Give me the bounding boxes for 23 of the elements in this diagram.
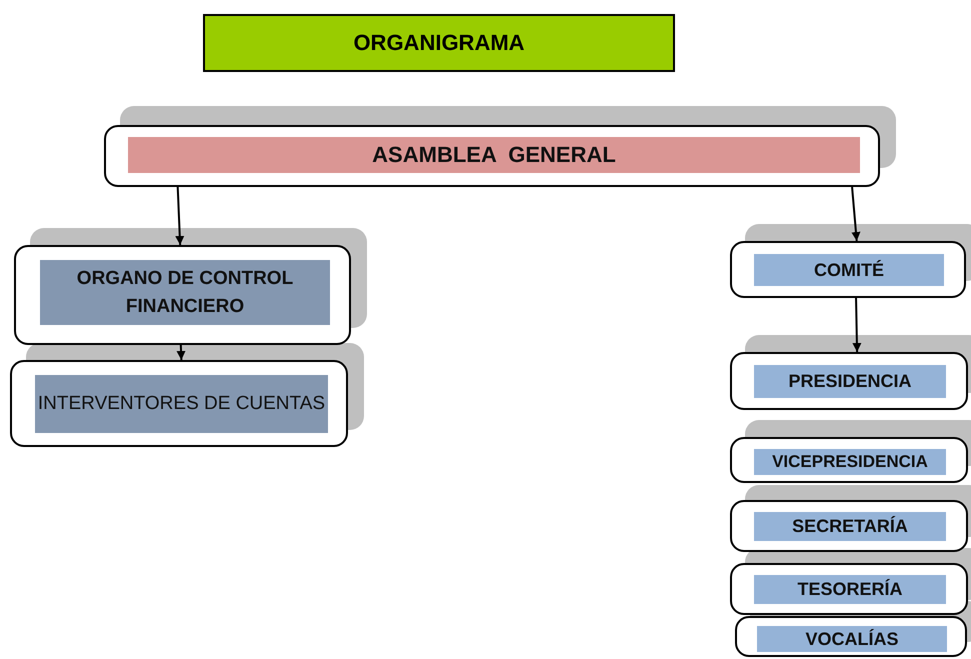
unit-label: PRESIDENCIA [754,365,946,398]
org-box [735,616,967,657]
org-box [730,241,966,298]
org-box [730,500,968,552]
arrow [176,344,186,360]
unit-label: SECRETARÍA [754,512,946,541]
arrow [175,186,184,246]
org-box [104,125,880,187]
arrow [851,186,860,242]
unit-label: COMITÉ [754,254,944,286]
unit-label: ASAMBLEA GENERAL [128,137,860,173]
org-box [730,437,968,483]
org-box [14,245,351,345]
unit-label: VICEPRESIDENCIA [754,449,946,475]
org-box [730,352,968,410]
unit-label: ORGANO DE CONTROL FINANCIERO [40,260,330,325]
org-box [730,563,968,615]
unit-label: INTERVENTORES DE CUENTAS [35,375,328,433]
title-banner: ORGANIGRAMA [203,14,675,72]
arrow [852,298,862,352]
unit-label: TESORERÍA [754,575,946,604]
org-box [10,360,348,447]
unit-label: VOCALÍAS [757,626,947,652]
